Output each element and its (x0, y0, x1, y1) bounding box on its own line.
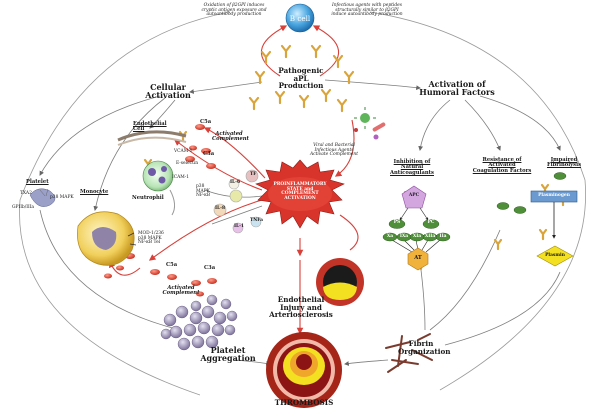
impaired-fibrinolysis-label: Impaired Fibrinolysis (546, 157, 581, 169)
c5a-label-top: C5a (200, 119, 212, 125)
monocyte-markers: MOD-1/236 p38 MAPK NF-κB Tel (138, 231, 164, 246)
neutrophil-label: Neutrophil (132, 195, 164, 201)
factor-ps: PS (393, 220, 401, 225)
monocyte-graphic (77, 211, 137, 266)
complement-dots (104, 124, 217, 297)
cellular-activation-title: Cellular Activation (145, 82, 191, 101)
tf-label: TF (250, 172, 257, 177)
green-factors (382, 172, 567, 242)
factor-iia: IIa (439, 234, 447, 239)
apc-label: APC (408, 193, 420, 198)
icam-label: ICAM-1 (172, 175, 190, 180)
proinflammatory-label: PROINFLAMMATORY STATE and COMPLEMENT ACT… (273, 182, 327, 201)
red-arrows (109, 25, 359, 335)
proinflammatory-burst (255, 159, 345, 229)
c5a-label-bottom: C5a (166, 262, 178, 268)
platelet-label: Platelet (26, 179, 49, 185)
c3a-label-top: C3a (203, 151, 215, 157)
resistance-label: Resistance of Activated Coagulation Fact… (472, 157, 532, 174)
e-selectin-label: E-selectin (176, 161, 199, 166)
oxidation-note: Oxidation of β2GPI induces cryptic antig… (201, 3, 267, 18)
factor-xa: Xa (386, 234, 394, 239)
fibrin-graphic (385, 333, 433, 373)
gpiib-label: GPIIb/IIIa (12, 205, 35, 210)
endothelial-cell-label: Endothelial Cell (133, 121, 167, 133)
b-cell-label: B cell (289, 14, 311, 23)
platelet-cluster (160, 294, 238, 351)
factor-xiia: XIIa (424, 234, 436, 239)
factor-ixa: IXa (399, 234, 409, 239)
activated-complement-top: Activated Complement (212, 131, 249, 143)
b-cell-graphic (285, 3, 315, 33)
humoral-activation-title: Activation of Humoral Factors (419, 79, 495, 98)
apc-graphic (401, 185, 427, 209)
plasmin-graphic (536, 245, 574, 267)
factor-xia: XIa (412, 234, 422, 239)
at-graphic (407, 247, 429, 271)
pathogen-graphic (354, 107, 386, 140)
cytokine-bubbles (213, 169, 262, 234)
inhibition-label: Inhibition of Natural Anticoagulants (390, 159, 434, 176)
at-label: AT (414, 255, 422, 261)
factor-pc: PC (427, 220, 435, 225)
plasminogen-label: Plasminogen (538, 193, 570, 198)
artery-graphic (316, 258, 364, 306)
endothelial-injury-label: Endothelial Injury and Arteriosclerosis (269, 295, 333, 320)
tnf-label: TNFa (250, 218, 264, 223)
txa2-label: TXA2 (20, 191, 32, 196)
platelet-graphic (29, 188, 56, 207)
inhibition-lines (391, 207, 441, 253)
c3a-label-bottom: C3a (204, 265, 216, 271)
fibrin-organization-label: Fibrin Organization (398, 339, 451, 356)
monocyte-label: Monocyte (80, 189, 109, 195)
p38-label: p38 MAPK NF-κB (196, 184, 211, 199)
infectious-note: Infectious agents with peptides structur… (331, 3, 403, 18)
il1-label: IL-1 (234, 224, 245, 229)
plasmin-label: Plasmin (545, 253, 565, 258)
il6-label: IL-6 (230, 180, 241, 185)
activated-complement-bottom: Activated Complement (162, 285, 200, 297)
thrombosis-graphic (266, 332, 342, 408)
endothelial-cell-graphic (117, 130, 187, 216)
p38-platelet-label: p38 MAPK (50, 195, 74, 200)
thrombosis-label: THROMBOSIS (274, 398, 334, 407)
apl-production-label: Pathogenic aPL Production (278, 66, 324, 91)
il8-label: IL-8 (215, 206, 226, 211)
vcam-label: VCAM-1 (174, 149, 193, 154)
platelet-aggregation-label: Platelet Aggregation (200, 345, 256, 364)
viral-note: Viral and Bacterial Infectious Agents Ac… (310, 143, 358, 158)
